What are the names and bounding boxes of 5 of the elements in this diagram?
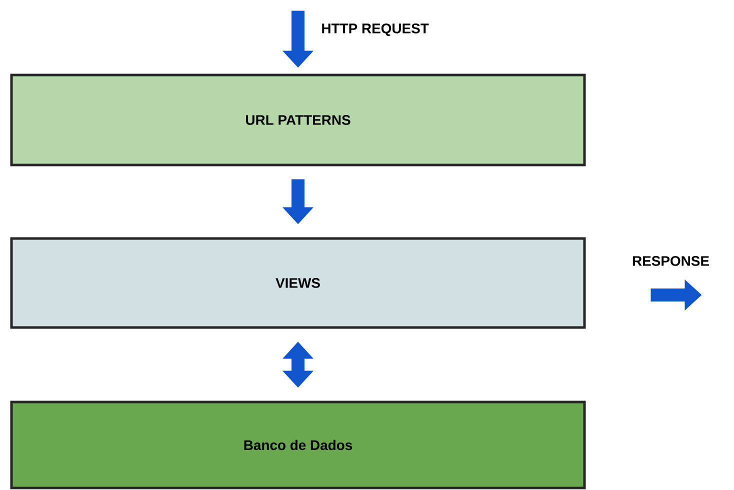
process-box: Banco de Dados bbox=[10, 400, 586, 490]
response-label: RESPONSE bbox=[632, 256, 709, 266]
process-box: VIEWS bbox=[10, 237, 586, 329]
process-box: URL PATTERNS bbox=[10, 74, 586, 166]
edge-label: HTTP REQUEST bbox=[322, 23, 429, 36]
